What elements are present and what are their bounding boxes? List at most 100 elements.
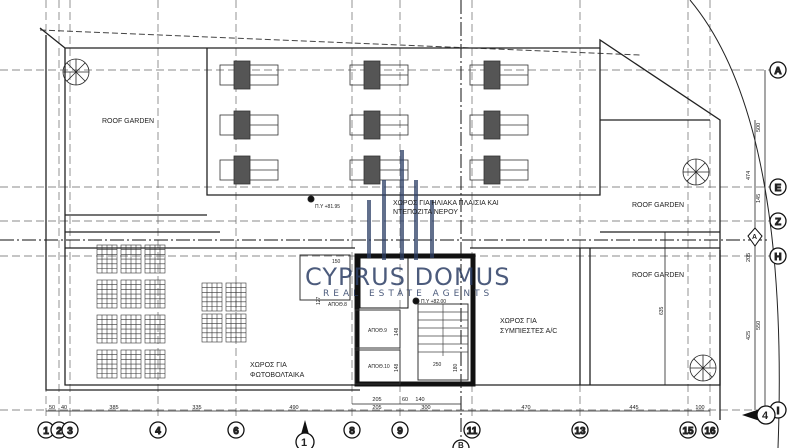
section-arrow-a-icon <box>747 227 763 247</box>
pv-panel-icon <box>144 244 166 274</box>
level-marker-icon <box>307 195 315 203</box>
dimension-label: 180 <box>453 363 459 372</box>
grid-column-label: 16 <box>704 426 716 437</box>
dimension-label: 300 <box>421 405 430 411</box>
pv-panel-icon <box>120 349 142 379</box>
dimension-label: 445 <box>629 405 638 411</box>
dimension-label: 100 <box>695 405 704 411</box>
solar-collector-icon <box>349 110 409 140</box>
pv-panels <box>96 244 247 379</box>
dimension-label: 140 <box>415 397 424 403</box>
grid-column-label: 8 <box>349 426 355 437</box>
pv-panel-icon <box>201 313 223 343</box>
pv-panel-icon <box>96 279 118 309</box>
pv-panel-icon <box>144 279 166 309</box>
pv-panel-icon <box>96 314 118 344</box>
room-label: ROOF GARDEN <box>632 272 684 279</box>
grid-column-bubble: 11 <box>463 421 481 439</box>
grid-column-bubble: 9 <box>391 421 409 439</box>
walls <box>39 27 721 420</box>
dimension-label: 635 <box>659 306 665 315</box>
dimension-label: 205 <box>372 397 381 403</box>
grid-column-bubble: 15 <box>679 421 697 439</box>
grid-column-label: 4 <box>155 426 161 437</box>
room-label: ROOF GARDEN <box>632 202 684 209</box>
room-label: ΧΩΡΟΣ ΓΙΑ <box>250 362 287 369</box>
solar-collector-icon <box>349 155 409 185</box>
dimension-label: 550 <box>756 321 762 330</box>
dimension-label: 335 <box>192 405 201 411</box>
solar-collector-icon <box>219 110 279 140</box>
dimension-label: 474 <box>746 171 752 180</box>
grid-column-bubble: 8 <box>343 421 361 439</box>
section-marker-a: A <box>752 234 757 241</box>
solar-collector-icon <box>219 155 279 185</box>
grid-column-bubble: 13 <box>571 421 589 439</box>
grid-column-bubble: 4 <box>149 421 167 439</box>
dimension-label: 385 <box>109 405 118 411</box>
dimension-label: 205 <box>746 253 752 262</box>
level-label: Π.Υ +82.00 <box>421 299 446 305</box>
solar-collector-icon <box>349 60 409 90</box>
grid-row-label: Z <box>775 217 781 228</box>
solar-collector-icon <box>219 60 279 90</box>
grid-row-bubble: H <box>769 247 787 265</box>
room-label: ΦΩΤΟΒΟΛΤΑΙΚΑ <box>250 372 305 379</box>
watermark-logo <box>367 150 434 260</box>
dimension-label: 127 <box>316 296 322 305</box>
section-marker-1: 1 <box>301 437 307 448</box>
plot-boundary <box>689 0 780 448</box>
grid-row-bubble: A <box>769 61 787 79</box>
plot-boundary-top <box>39 29 641 56</box>
dimension-lines <box>46 70 766 412</box>
room-label: ΧΩΡΟΣ ΓΙΑ ΗΛΙΑΚΑ ΠΛΑΙΣΙΑ ΚΑΙ <box>393 200 499 207</box>
room-label: ΣΥΜΠΙΕΣΤΕΣ Α/C <box>500 328 557 335</box>
grid-column-label: 2 <box>56 426 62 437</box>
section-marker-b: B <box>458 441 464 448</box>
dimension-label: 148 <box>394 363 400 372</box>
grid-column-label: 6 <box>233 426 239 437</box>
grid-column-bubble: 6 <box>227 421 245 439</box>
room-label: ΝΤΕΠΟΖΙΤΑ ΝΕΡΟΥ <box>393 209 458 216</box>
section-arrow-4-icon <box>742 409 760 421</box>
pv-panel-icon <box>225 282 247 312</box>
dimension-label: 40 <box>61 405 67 411</box>
grid-row-label: A <box>774 66 781 77</box>
solar-collector-icon <box>469 110 529 140</box>
grid-row-label: E <box>775 183 782 194</box>
dimension-label: 205 <box>372 405 381 411</box>
grid-row-bubble: Z <box>769 212 787 230</box>
grid-column-label: 15 <box>682 426 694 437</box>
pv-panel-icon <box>120 279 142 309</box>
tree-icons <box>62 58 717 382</box>
pv-panel-icon <box>144 349 166 379</box>
dimension-label: 145 <box>756 194 762 203</box>
section-marker-4: 4 <box>762 410 769 422</box>
watermark-subtitle: REAL ESTATE AGENTS <box>323 289 493 299</box>
solar-collector-icon <box>469 155 529 185</box>
grid-row-label: H <box>774 252 781 263</box>
dimension-label: 250 <box>433 362 442 368</box>
dimension-label: 500 <box>756 123 762 132</box>
grid-column-label: 1 <box>43 426 49 437</box>
dimension-label: 150 <box>332 259 341 265</box>
dimension-label: 425 <box>746 331 752 340</box>
dimension-label: 148 <box>394 327 400 336</box>
room-label: ROOF GARDEN <box>102 118 154 125</box>
room-label: ΧΩΡΟΣ ΓΙΑ <box>500 318 537 325</box>
level-marker-icon <box>412 297 420 305</box>
pv-panel-icon <box>225 313 247 343</box>
level-label: Π.Υ +81.95 <box>315 204 340 210</box>
dimension-label: 490 <box>289 405 298 411</box>
dimension-label: 470 <box>521 405 530 411</box>
room-label: ΑΠΟΘ.8 <box>328 302 347 308</box>
dimension-label: 60 <box>402 397 408 403</box>
solar-collector-icon <box>469 60 529 90</box>
grid-column-label: 9 <box>397 426 403 437</box>
grid-column-bubble: 3 <box>61 421 79 439</box>
pv-panel-icon <box>144 314 166 344</box>
room-label: ΑΠΟΘ.10 <box>368 364 390 370</box>
